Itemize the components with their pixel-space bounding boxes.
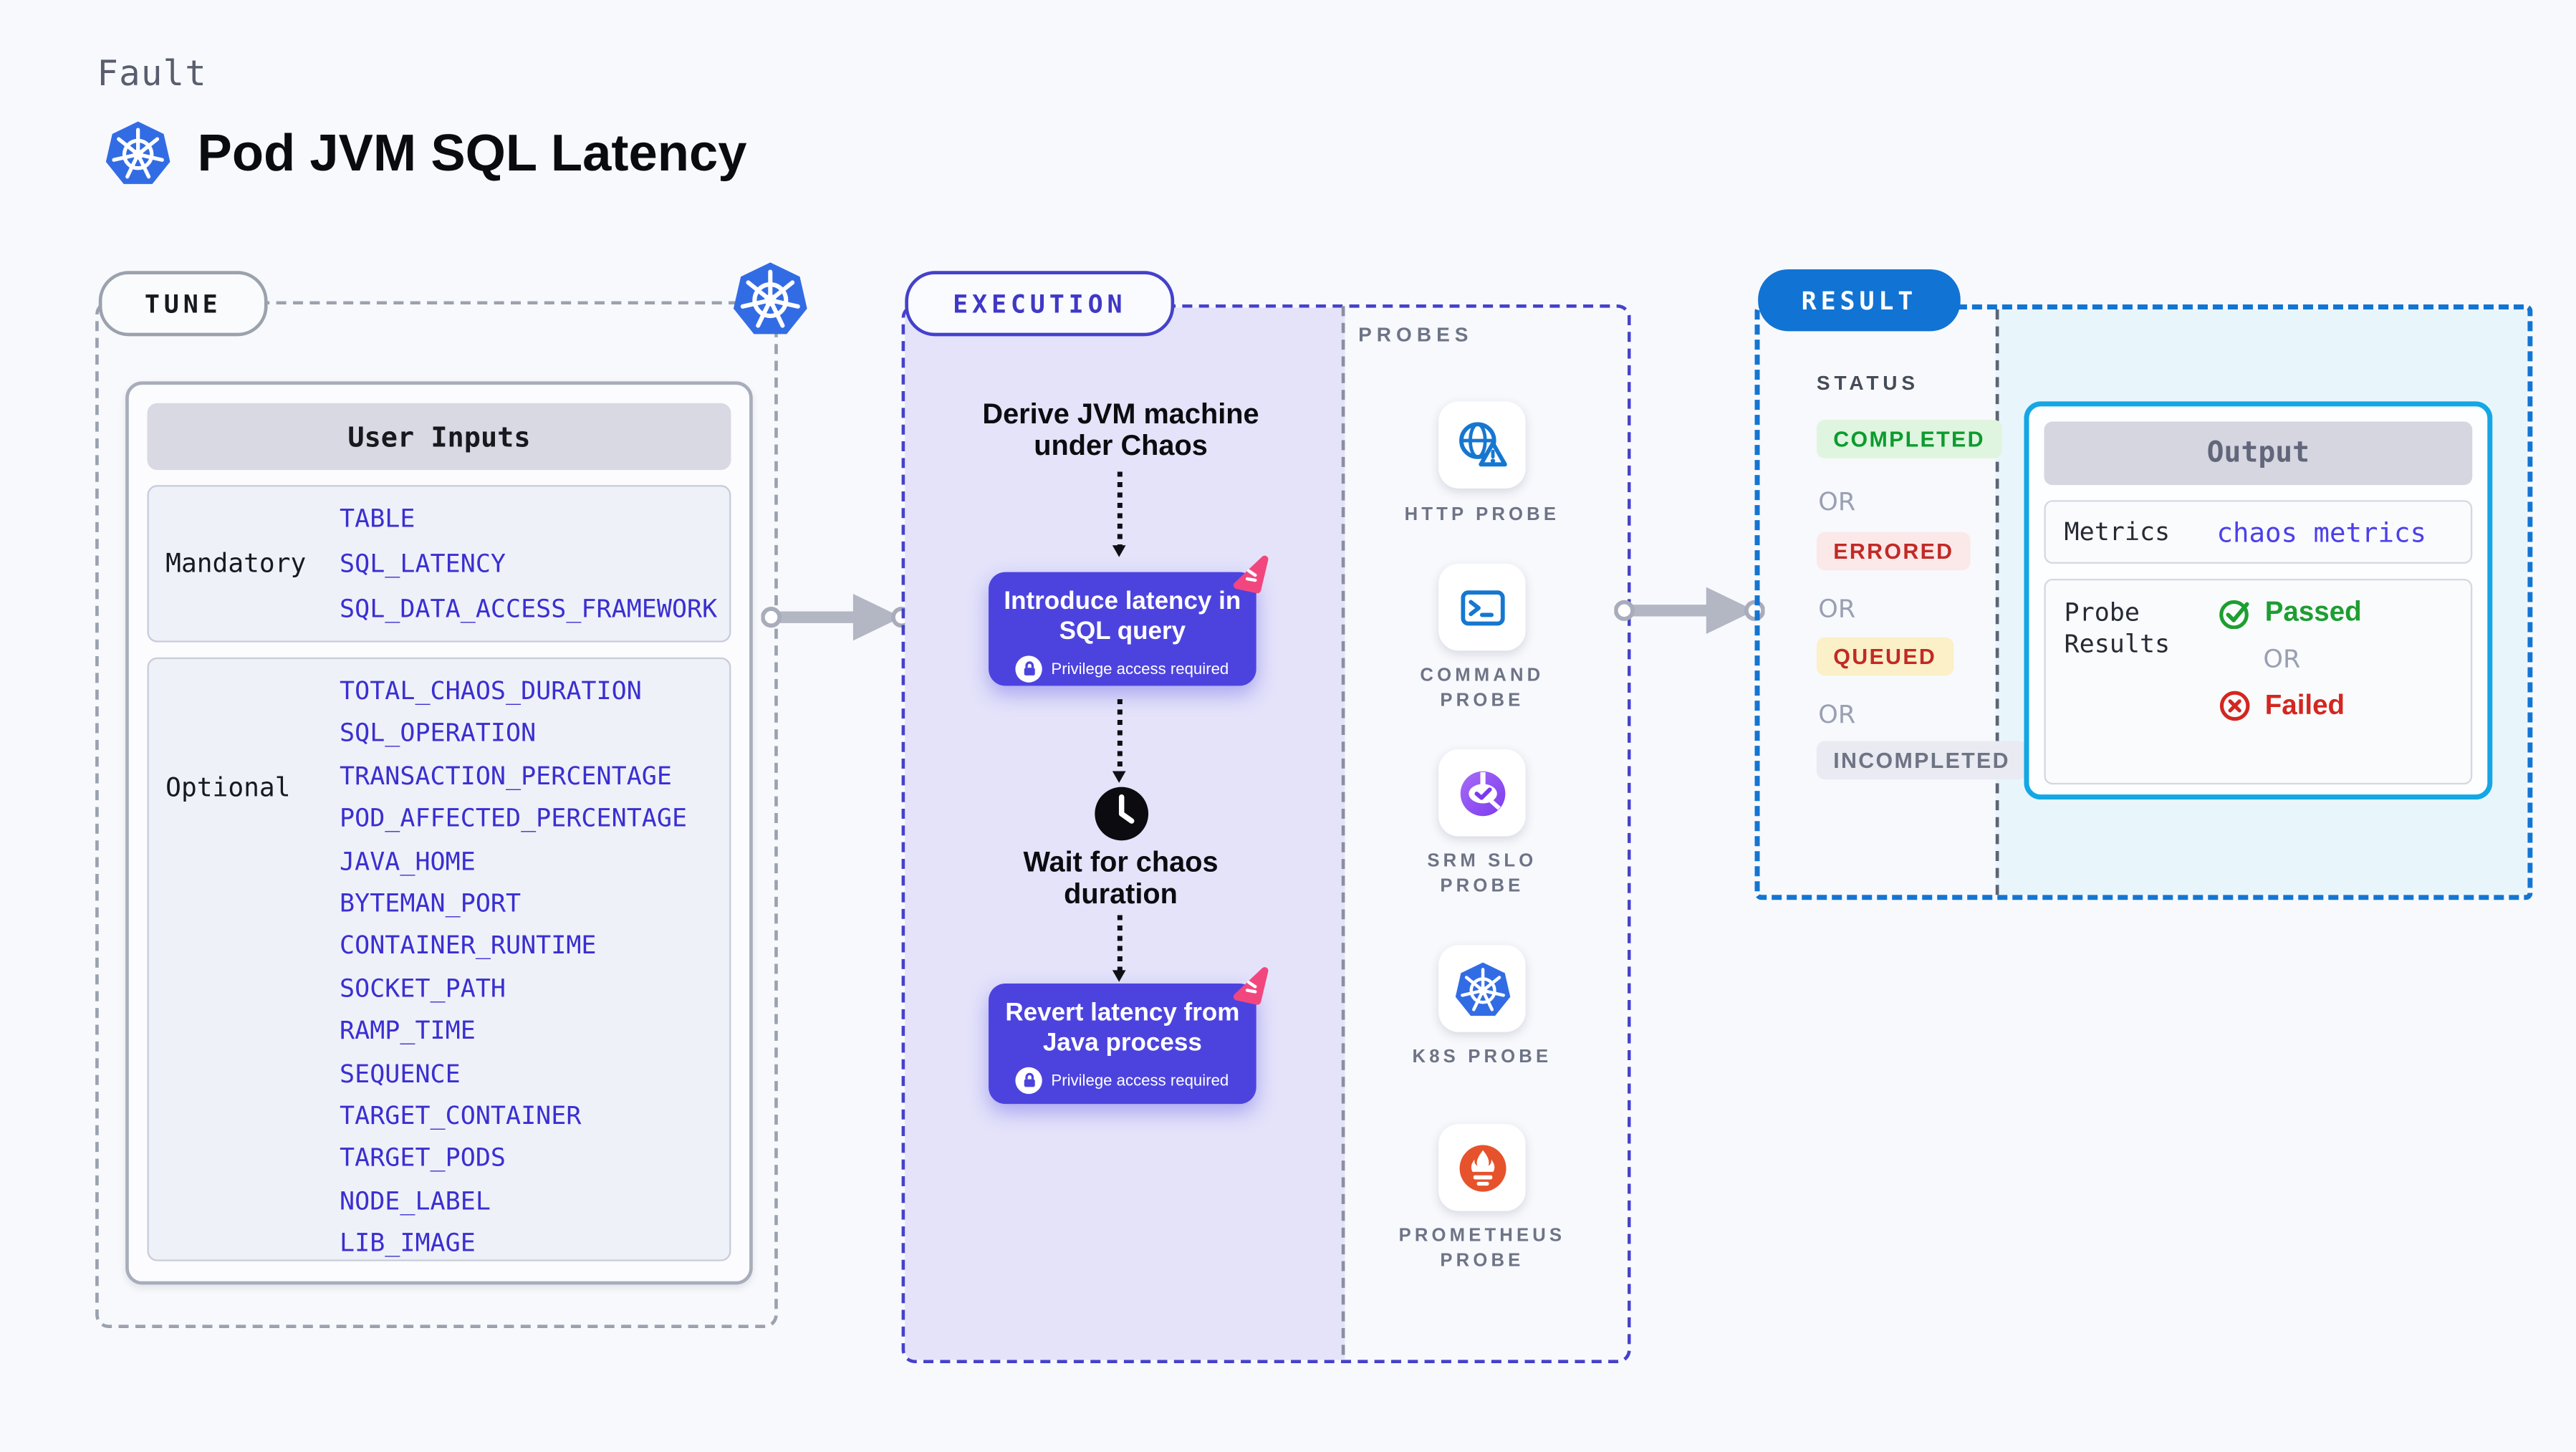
probe-label: K8S PROBE xyxy=(1412,1047,1552,1067)
metrics-label: Metrics xyxy=(2064,516,2171,547)
k8s-probe-icon xyxy=(1453,959,1512,1018)
metrics-value: chaos metrics xyxy=(2216,516,2426,548)
step-title: Revert latency from Java process xyxy=(1005,999,1240,1057)
step-revert-latency: Revert latency from Java process Privile… xyxy=(989,967,1269,1105)
prometheus-probe-card xyxy=(1438,1124,1526,1211)
kubernetes-corner-icon xyxy=(731,259,809,338)
probe-label: SRM SLO PROBE xyxy=(1427,851,1537,896)
passed-row: Passed xyxy=(2218,597,2362,629)
srm-slo-probe-icon xyxy=(1459,770,1505,816)
param-node-label: NODE_LABEL xyxy=(340,1185,491,1216)
probe-results-values: Passed OR Failed xyxy=(2218,597,2362,766)
param-sql-data-access-framework: SQL_DATA_ACCESS_FRAMEWORK xyxy=(340,592,718,623)
mandatory-row: Mandatory TABLE SQL_LATENCY SQL_DATA_ACC… xyxy=(147,485,731,643)
param-target-pods: TARGET_PODS xyxy=(340,1143,506,1173)
status-badge-incompleted: INCOMPLETED xyxy=(1816,741,2027,780)
param-byteman-port: BYTEMAN_PORT xyxy=(340,888,522,918)
param-java-home: JAVA_HOME xyxy=(340,845,476,876)
metrics-row: Metrics chaos metrics xyxy=(2044,500,2473,564)
lock-icon xyxy=(1016,655,1043,683)
kubernetes-icon xyxy=(104,119,173,188)
probe-results-label: Probe Results xyxy=(2064,597,2171,660)
user-inputs-title: User Inputs xyxy=(147,403,731,471)
param-sequence: SEQUENCE xyxy=(340,1057,461,1089)
probes-divider xyxy=(1341,306,1345,1355)
param-table: TABLE xyxy=(340,502,415,533)
step-title: Introduce latency in SQL query xyxy=(1004,587,1241,645)
chaos-icon xyxy=(1233,555,1269,594)
privilege-note: Privilege access required xyxy=(995,1067,1249,1095)
param-lib-image: LIB_IMAGE xyxy=(340,1228,476,1259)
or-label: OR xyxy=(2263,644,2301,675)
optional-row: Optional TOTAL_CHAOS_DURATION SQL_OPERAT… xyxy=(147,657,731,1261)
failed-label: Failed xyxy=(2264,690,2345,721)
privilege-label: Privilege access required xyxy=(1051,1071,1229,1090)
step-wait-duration: Wait for chaos duration xyxy=(1023,846,1219,910)
page-title: Pod JVM SQL Latency xyxy=(197,122,747,182)
status-badge-errored: ERRORED xyxy=(1816,532,1971,571)
check-circle-icon xyxy=(2219,600,2249,629)
dotted-arrow xyxy=(1112,471,1125,557)
user-inputs-card: User Inputs Mandatory TABLE SQL_LATENCY … xyxy=(125,381,753,1285)
fault-kicker: Fault xyxy=(97,53,207,94)
http-probe-icon xyxy=(1458,421,1506,466)
optional-params: TOTAL_CHAOS_DURATION SQL_OPERATION TRANS… xyxy=(340,675,688,1256)
param-sql-operation: SQL_OPERATION xyxy=(340,718,537,749)
x-circle-icon xyxy=(2219,691,2250,721)
status-badge-completed: COMPLETED xyxy=(1816,420,2002,458)
probe-label: COMMAND PROBE xyxy=(1420,665,1544,711)
tune-pill: TUNE xyxy=(98,271,268,337)
privilege-label: Privilege access required xyxy=(1051,660,1229,678)
lock-icon xyxy=(1016,1067,1043,1095)
mandatory-params: TABLE SQL_LATENCY SQL_DATA_ACCESS_FRAMEW… xyxy=(340,504,717,624)
param-socket-path: SOCKET_PATH xyxy=(340,973,506,1004)
probe-label: PROMETHEUS PROBE xyxy=(1398,1226,1566,1271)
passed-label: Passed xyxy=(2264,597,2362,628)
step-introduce-latency: Introduce latency in SQL query Privilege… xyxy=(989,555,1269,686)
status-header: STATUS xyxy=(1816,371,1919,395)
privilege-note: Privilege access required xyxy=(995,655,1249,683)
output-title: Output xyxy=(2044,421,2473,486)
or-label: OR xyxy=(1818,486,1856,517)
result-pill: RESULT xyxy=(1758,269,1961,332)
mandatory-label: Mandatory xyxy=(165,548,307,579)
step-derive-jvm: Derive JVM machine under Chaos xyxy=(982,398,1259,462)
param-ramp-time: RAMP_TIME xyxy=(340,1015,476,1046)
execution-pill: EXECUTION xyxy=(905,271,1175,337)
optional-label: Optional xyxy=(165,772,291,803)
prometheus-probe-icon xyxy=(1458,1144,1506,1191)
title-row: Pod JVM SQL Latency xyxy=(104,119,747,188)
param-target-container: TARGET_CONTAINER xyxy=(340,1100,582,1131)
param-pod-affected-percentage: POD_AFFECTED_PERCENTAGE xyxy=(340,803,688,834)
tune-section xyxy=(95,301,778,1329)
command-probe-icon xyxy=(1460,590,1504,625)
param-container-runtime: CONTAINER_RUNTIME xyxy=(340,931,597,961)
probe-label: HTTP PROBE xyxy=(1404,505,1560,526)
arrow-tune-to-execution-icon xyxy=(761,593,912,641)
command-probe-card xyxy=(1438,563,1526,651)
status-badge-queued: QUEUED xyxy=(1816,637,1953,676)
probes-header: PROBES xyxy=(1358,322,1474,347)
failed-row: Failed xyxy=(2218,689,2361,723)
param-transaction-percentage: TRANSACTION_PERCENTAGE xyxy=(340,760,672,791)
arrow-execution-to-result-icon xyxy=(1614,587,1765,635)
srm-slo-probe-card xyxy=(1438,749,1526,837)
clock-icon xyxy=(1095,787,1149,841)
param-sql-latency: SQL_LATENCY xyxy=(340,547,506,578)
param-total-chaos-duration: TOTAL_CHAOS_DURATION xyxy=(340,675,642,706)
http-probe-card xyxy=(1438,401,1526,489)
or-label: OR xyxy=(1818,593,1856,624)
output-card: Output Metrics chaos metrics Probe Resul… xyxy=(2024,401,2493,800)
or-label: OR xyxy=(1818,699,1856,730)
result-divider xyxy=(1995,309,1999,895)
dotted-arrow xyxy=(1112,699,1125,783)
k8s-probe-card xyxy=(1438,945,1526,1032)
dotted-arrow xyxy=(1112,915,1125,982)
chaos-icon xyxy=(1233,967,1269,1005)
probe-results-row: Probe Results Passed OR Faile xyxy=(2044,578,2473,785)
